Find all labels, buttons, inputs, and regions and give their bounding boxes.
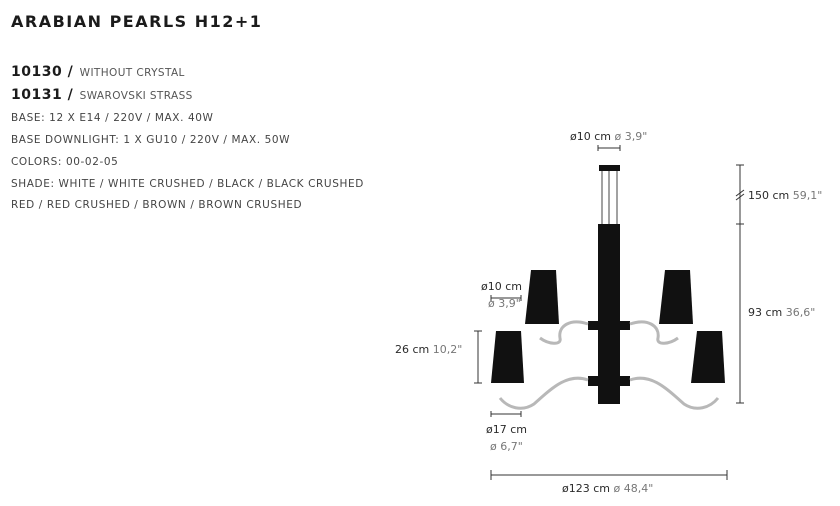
product-title: ARABIAN PEARLS H12+1 — [11, 12, 263, 31]
dim-inch: ø 48,4" — [613, 482, 654, 495]
upper-lampshades — [525, 270, 693, 324]
dim-top-diameter: ø10 cm ø 3,9" — [570, 130, 647, 143]
product-code: 10131 / — [11, 87, 74, 103]
lower-hub — [588, 376, 630, 386]
product-code-description: SWAROVSKI STRASS — [79, 90, 193, 102]
spec-shade: SHADE: WHITE / WHITE CRUSHED / BLACK / B… — [11, 178, 364, 190]
product-code-description: WITHOUT CRYSTAL — [79, 67, 185, 79]
dim-shade-bottom-cm: ø17 cm — [486, 423, 527, 436]
spec-base-downlight: BASE DOWNLIGHT: 1 X GU10 / 220V / MAX. 5… — [11, 134, 291, 146]
chandelier-arms — [498, 320, 720, 410]
dim-shade-top-inch: ø 3,9" — [488, 297, 521, 310]
lampshade — [525, 270, 559, 324]
dim-total-diameter: ø123 cm ø 48,4" — [562, 482, 653, 495]
dim-inch: ø 3,9" — [614, 130, 648, 143]
dim-cm: 150 cm — [748, 189, 790, 202]
dim-shade-top-cm: ø10 cm — [481, 280, 522, 293]
dim-shade-bottom-inch: ø 6,7" — [490, 440, 523, 453]
lower-lampshades — [491, 331, 725, 383]
central-column — [598, 224, 620, 404]
spec-shade-continued: RED / RED CRUSHED / BROWN / BROWN CRUSHE… — [11, 199, 303, 211]
spec-colors: COLORS: 00-02-05 — [11, 156, 119, 168]
suspension-cables — [601, 171, 618, 224]
dim-cm: 26 cm — [395, 343, 430, 356]
spec-base: BASE: 12 X E14 / 220V / MAX. 40W — [11, 112, 214, 124]
dim-cm: ø123 cm — [562, 482, 610, 495]
dim-cm: ø10 cm — [570, 130, 611, 143]
product-code-line: 10130 / WITHOUT CRYSTAL — [11, 64, 185, 80]
dim-cm: 93 cm — [748, 306, 783, 319]
dimension-lines — [474, 145, 745, 480]
dim-cable-height: 150 cm 59,1" — [748, 189, 822, 202]
lampshade — [659, 270, 693, 324]
product-code: 10130 / — [11, 64, 74, 80]
lampshade — [691, 331, 725, 383]
dim-inch: 59,1" — [792, 189, 823, 202]
lampshade — [491, 331, 524, 383]
dim-inch: 10,2" — [432, 343, 463, 356]
upper-hub — [588, 321, 630, 330]
dim-body-height: 93 cm 36,6" — [748, 306, 815, 319]
product-code-line: 10131 / SWAROVSKI STRASS — [11, 87, 193, 103]
ceiling-canopy — [599, 165, 620, 171]
dim-inch: 36,6" — [785, 306, 816, 319]
dim-shade-height: 26 cm 10,2" — [395, 343, 462, 356]
